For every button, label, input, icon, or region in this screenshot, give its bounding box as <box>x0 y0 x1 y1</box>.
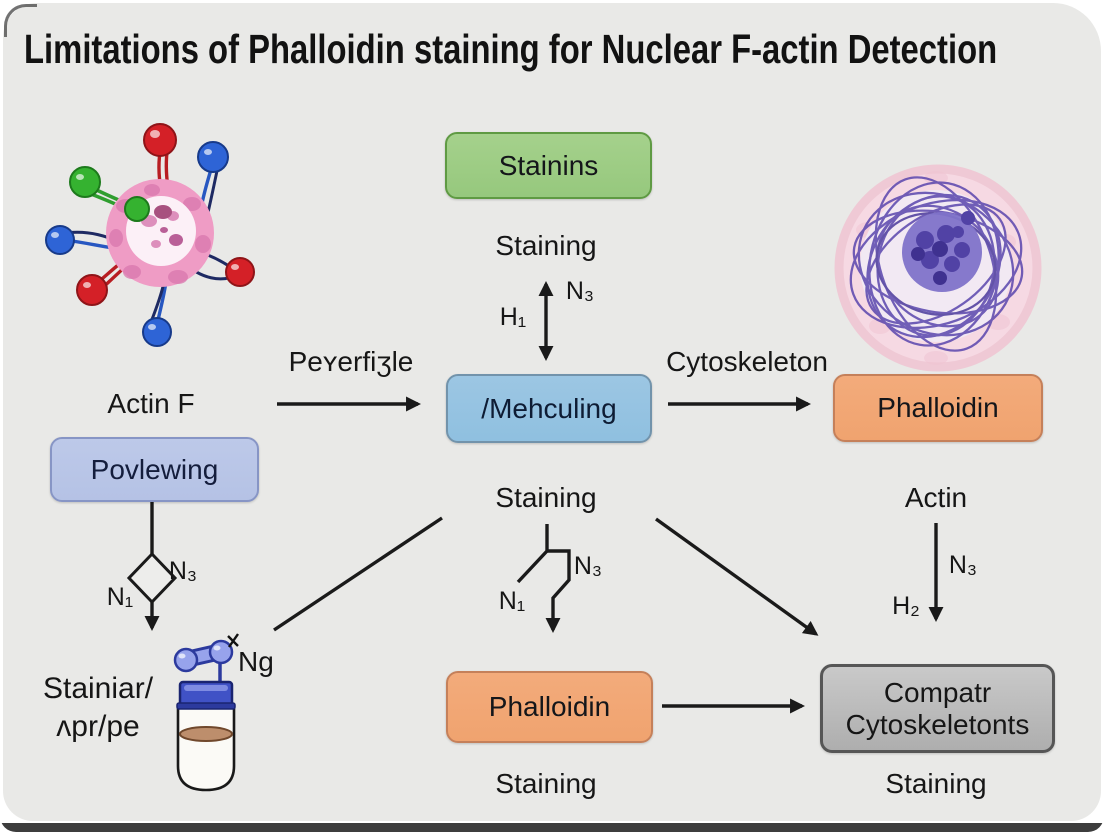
node-compare-cytoskeletons: Compatr Cytoskeletonts <box>820 664 1055 753</box>
label-n1-center: N₁ <box>498 587 526 615</box>
label-staining-bottom-right: Staining <box>885 768 987 799</box>
label-stainiar-line2: ʌpr/pe <box>56 710 140 743</box>
label-n3-top: N₃ <box>565 277 595 305</box>
label-staining-mid: Staining <box>495 482 597 513</box>
label-n3-right: N₃ <box>948 551 978 579</box>
node-mehculing: /Mehculing <box>446 374 652 443</box>
frame-corner-decoration <box>4 4 37 37</box>
label-arrow-left-caption: Peʏerfiʒle <box>288 346 414 377</box>
compare-line1: Compatr <box>883 677 992 709</box>
label-n1-povlewing: N₁ <box>106 583 134 611</box>
label-n3-center: N₃ <box>573 552 603 580</box>
page-title: Limitations of Phalloidin staining for N… <box>24 26 998 72</box>
frame-bottom-edge <box>0 823 1104 832</box>
label-ng: Ng <box>238 646 274 677</box>
label-actin-f: Actin F <box>107 388 195 419</box>
node-stainins: Stainins <box>445 132 652 199</box>
label-n3-povlewing: N₃ <box>168 557 198 585</box>
label-staining-top: Staining <box>495 230 597 261</box>
compare-line2: Cytoskeletonts <box>845 708 1030 740</box>
node-povlewing: Povlewing <box>50 437 259 502</box>
label-stainiar-line1: Stainiar/ <box>42 672 154 705</box>
node-phalloidin-right: Phalloidin <box>833 374 1043 442</box>
label-staining-bottom-center: Staining <box>495 768 597 799</box>
node-phalloidin-bottom: Phalloidin <box>446 671 653 743</box>
label-arrow-right-caption: Cytoskeleton <box>666 346 828 377</box>
label-h1: H₁ <box>499 303 527 331</box>
label-h2-right: H₂ <box>892 592 920 620</box>
label-actin-right: Actin <box>904 482 968 513</box>
